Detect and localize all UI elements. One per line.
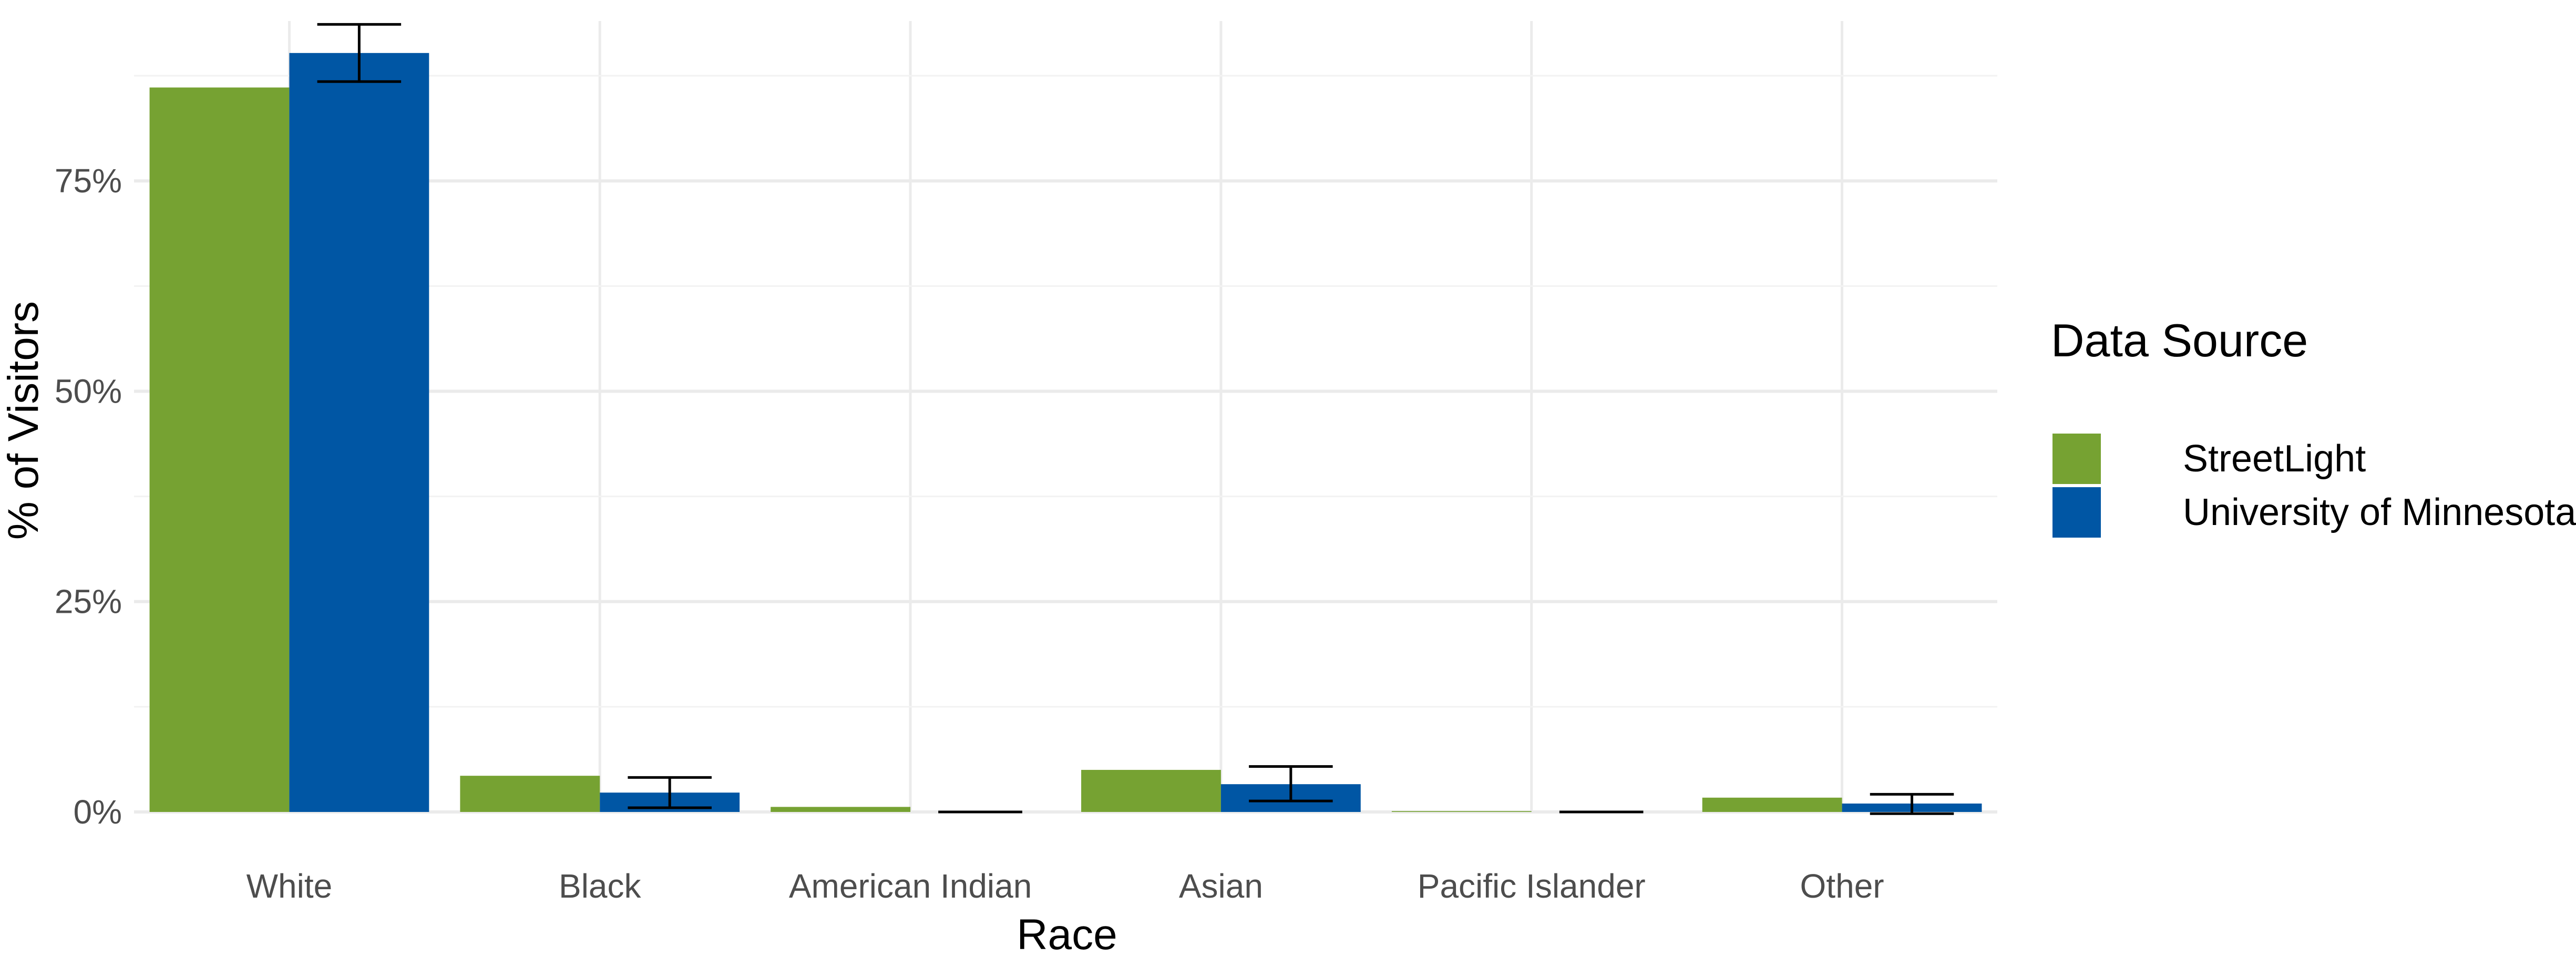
error-bar (628, 776, 712, 809)
bar (289, 53, 429, 812)
error-bar (317, 23, 402, 83)
y-axis-ticks: 0% 25% 50% 75% (55, 162, 122, 831)
x-axis-ticks: White Black American Indian Asian Pacific Is… (247, 867, 1884, 905)
legend-title: Data Source (2051, 314, 2308, 366)
y-axis-title: % of Visitors (0, 301, 47, 540)
x-tick-label: Other (1800, 867, 1884, 905)
legend-label: University of Minnesota (2183, 491, 2576, 533)
error-bar (1870, 793, 1954, 815)
x-tick-label: Pacific Islander (1418, 867, 1646, 905)
y-tick-label: 50% (55, 372, 122, 410)
x-tick-label: Asian (1179, 867, 1263, 905)
y-tick-label: 0% (74, 793, 122, 831)
x-tick-label: American Indian (789, 867, 1032, 905)
bar (149, 87, 290, 812)
legend-key (2052, 434, 2101, 484)
bar (771, 807, 911, 812)
bar (1391, 811, 1532, 812)
bar (1081, 769, 1221, 812)
error-bar (1249, 765, 1333, 802)
bar (1702, 797, 1842, 812)
x-tick-label: Black (559, 867, 642, 905)
legend-key (2052, 487, 2101, 538)
x-tick-label: White (247, 867, 333, 905)
x-axis-title: Race (1017, 911, 1117, 954)
y-tick-label: 25% (55, 583, 122, 621)
grid-layer (134, 21, 1997, 814)
legend-label: StreetLight (2183, 438, 2366, 480)
errorbar-layer (317, 23, 1954, 815)
y-tick-label: 75% (55, 162, 122, 200)
bars-layer (149, 53, 1982, 812)
bar (460, 776, 600, 812)
